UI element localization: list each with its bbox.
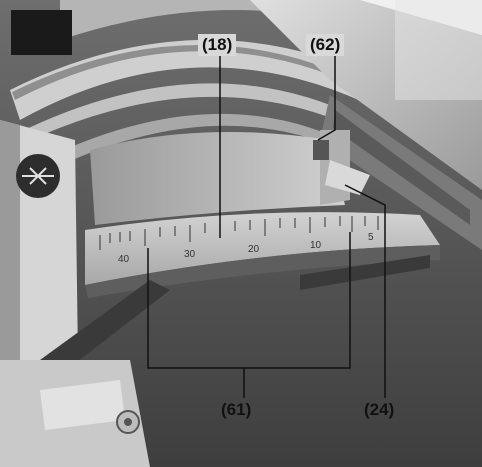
scale-ticks xyxy=(99,216,379,250)
base-arm xyxy=(0,280,170,467)
leader-62 xyxy=(317,55,336,141)
callout-61: (61) xyxy=(221,400,252,419)
left-bracket xyxy=(0,120,78,360)
leader-24 xyxy=(344,184,386,398)
callout-62: (62) xyxy=(306,34,345,56)
scale-label-20: 20 xyxy=(248,244,260,255)
callout-24: (24) xyxy=(364,400,395,419)
leader-61 xyxy=(147,232,351,369)
figure-marker-box xyxy=(11,10,72,55)
callout-18: (18) xyxy=(198,34,237,56)
scale-label-40: 40 xyxy=(118,254,130,265)
indicator-62 xyxy=(313,140,329,160)
housing xyxy=(90,130,370,225)
scale-label-10: 10 xyxy=(310,240,322,251)
scale-label-30: 30 xyxy=(184,249,196,260)
angle-scale-plate: 40 30 20 10 5 xyxy=(85,212,440,298)
scale-numbers: 40 30 20 10 5 xyxy=(118,232,374,265)
scale-label-5: 5 xyxy=(368,232,374,243)
adjust-lever-24 xyxy=(325,160,370,195)
leader-lines xyxy=(147,55,386,398)
